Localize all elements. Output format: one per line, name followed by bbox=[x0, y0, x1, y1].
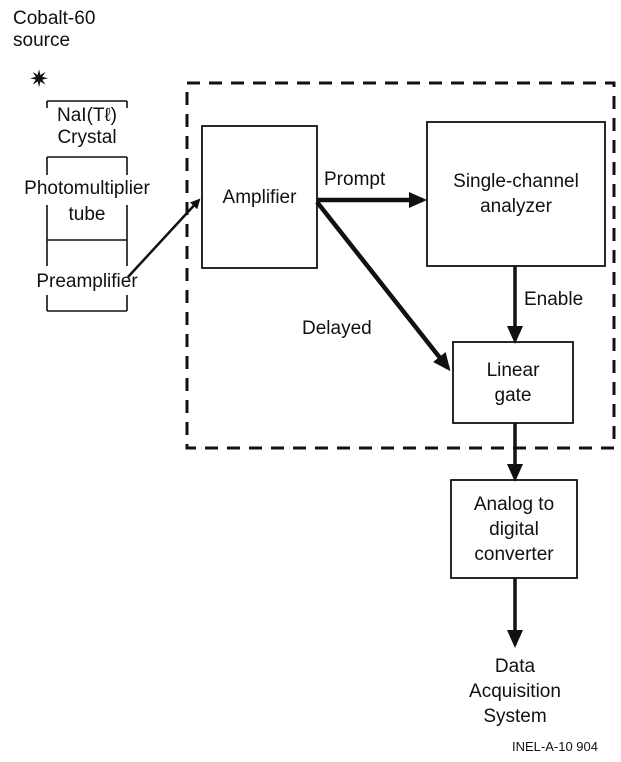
sca-line-1: Single-channel bbox=[453, 171, 579, 192]
linear-gate-line-1: Linear bbox=[486, 359, 540, 381]
crystal-line-1: NaI(Tℓ) bbox=[57, 105, 117, 126]
delayed-arrow bbox=[315, 200, 451, 372]
amplifier-label: Amplifier bbox=[202, 126, 317, 268]
adc-line-2: digital bbox=[489, 518, 539, 540]
preamplifier-label: Preamplifier bbox=[36, 271, 138, 292]
detector-stack bbox=[46, 100, 128, 312]
photomultiplier-label: Photomultiplier tube bbox=[7, 176, 167, 228]
crystal-label: NaI(Tℓ) Crystal bbox=[17, 105, 157, 149]
data-acquisition-label: Data Acquisition System bbox=[455, 654, 575, 729]
photomultiplier-line-1: Photomultiplier bbox=[24, 178, 150, 199]
adc-label: Analog to digital converter bbox=[451, 480, 577, 578]
prompt-label: Prompt bbox=[324, 169, 386, 190]
crystal-line-2: Crystal bbox=[57, 127, 117, 148]
das-line-1: Data bbox=[494, 656, 536, 677]
preamp-to-amplifier-arrow bbox=[127, 198, 201, 278]
amplifier-text: Amplifier bbox=[222, 186, 297, 208]
linear-gate-line-2: gate bbox=[494, 384, 532, 406]
amplifier-box bbox=[201, 125, 318, 269]
sca-line-2: analyzer bbox=[480, 196, 552, 217]
adc-line-3: converter bbox=[474, 543, 554, 565]
sca-label: Single-channel analyzer bbox=[427, 122, 605, 266]
enable-label: Enable bbox=[524, 289, 584, 310]
delayed-label: Delayed bbox=[302, 318, 372, 339]
source-line-2: source bbox=[13, 30, 71, 51]
das-line-3: System bbox=[483, 706, 547, 727]
source-label: Cobalt-60 source bbox=[13, 8, 173, 52]
photomultiplier-line-2: tube bbox=[68, 204, 106, 225]
linear-gate-label: Linear gate bbox=[453, 342, 573, 423]
figure-id: INEL-A-10 904 bbox=[512, 739, 598, 754]
burst-star-icon: ✷ bbox=[29, 65, 50, 93]
das-line-2: Acquisition bbox=[469, 681, 561, 702]
source-line-1: Cobalt-60 bbox=[13, 8, 96, 29]
adc-line-1: Analog to bbox=[473, 493, 555, 515]
